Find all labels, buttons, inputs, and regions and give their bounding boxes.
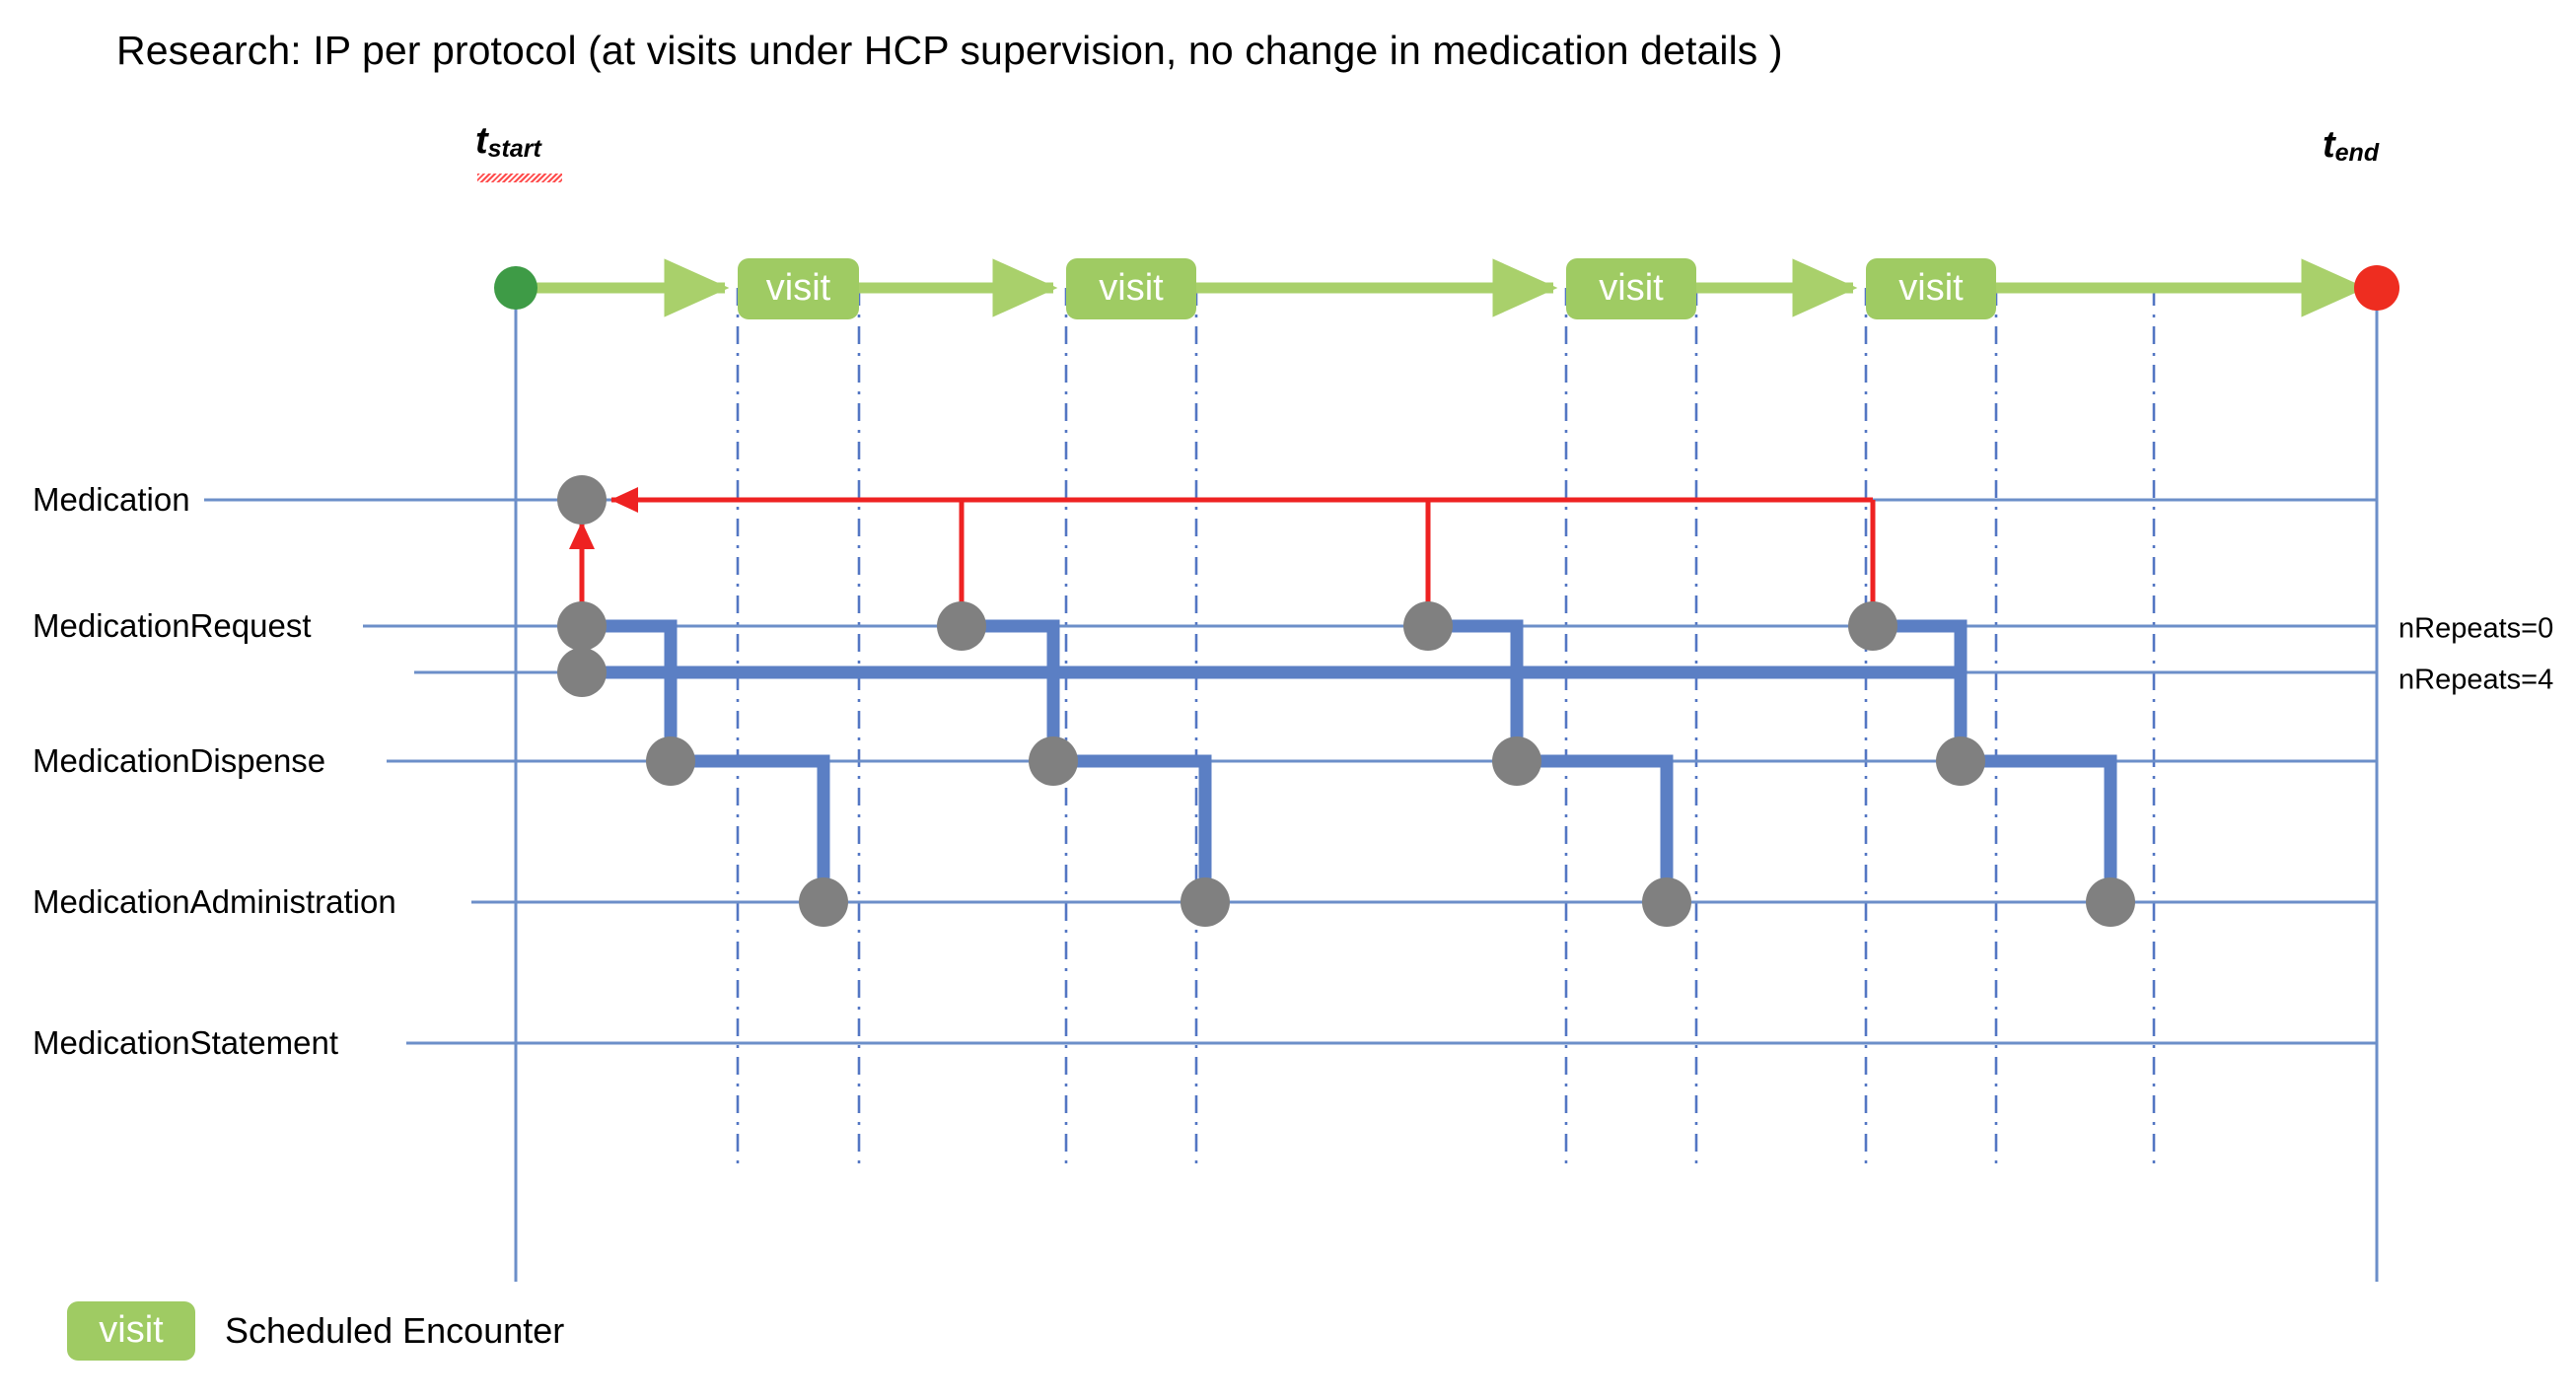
t-start-label: tstart: [475, 120, 541, 163]
dot-medicationadministration-1: [799, 877, 848, 927]
visit-box-3-label: visit: [1599, 266, 1664, 309]
dot-medicationadministration-3: [1642, 877, 1691, 927]
dot-medicationdispense-3: [1492, 736, 1541, 786]
lane-label-medication: Medication: [33, 481, 190, 518]
dot-medicationrequest-1: [557, 601, 607, 651]
connector-cycle-2: [962, 619, 1212, 902]
visit-box-2-label: visit: [1099, 266, 1164, 309]
timeline-axis-verticals: [514, 266, 2379, 1282]
timeline-start-node: [494, 266, 537, 310]
legend-text: Scheduled Encounter: [225, 1310, 565, 1351]
visit-box-4-label: visit: [1898, 266, 1964, 309]
t-end-label: tend: [2323, 124, 2380, 167]
dot-medicationrequest-repeat: [557, 648, 607, 697]
event-dots: [557, 475, 2135, 927]
annotation-nrepeats-0: nRepeats=0: [2398, 612, 2554, 645]
dot-medicationrequest-2: [937, 601, 986, 651]
connector-cycle-4: [1873, 619, 2117, 902]
dot-medicationdispense-1: [646, 736, 695, 786]
visit-box-1[interactable]: visit: [738, 258, 859, 319]
lane-label-medicationadministration: MedicationAdministration: [33, 883, 396, 920]
legend-swatch-label: visit: [99, 1308, 164, 1351]
dot-medicationdispense-2: [1029, 736, 1078, 786]
dot-medicationrequest-4: [1848, 601, 1897, 651]
page-title: Research: IP per protocol (at visits und…: [116, 28, 1783, 73]
dot-medicationadministration-4: [2086, 877, 2135, 927]
visit-box-1-label: visit: [765, 266, 831, 309]
visit-box-3[interactable]: visit: [1566, 258, 1696, 319]
lane-label-medicationstatement: MedicationStatement: [33, 1024, 339, 1061]
visit-box-2[interactable]: visit: [1066, 258, 1196, 319]
lane-label-medicationrequest: MedicationRequest: [33, 607, 312, 644]
visit-boundary-gridlines: [736, 288, 2156, 1163]
visit-box-4[interactable]: visit: [1866, 258, 1996, 319]
timeline-end-node: [2354, 265, 2399, 311]
medication-reference-arrows: [569, 487, 1876, 606]
lane-label-medicationdispense: MedicationDispense: [33, 742, 326, 779]
dot-medication: [557, 475, 607, 525]
annotation-nrepeats-4: nRepeats=4: [2398, 664, 2554, 696]
legend-swatch-visit: visit: [67, 1301, 195, 1361]
dot-medicationrequest-3: [1403, 601, 1453, 651]
dot-medicationadministration-2: [1181, 877, 1230, 927]
connector-cycle-1: [582, 619, 830, 902]
connector-cycle-3: [1428, 619, 1674, 902]
lane-baselines: [204, 498, 2377, 1045]
dot-medicationdispense-4: [1936, 736, 1985, 786]
spellcheck-squiggle: [477, 174, 562, 182]
